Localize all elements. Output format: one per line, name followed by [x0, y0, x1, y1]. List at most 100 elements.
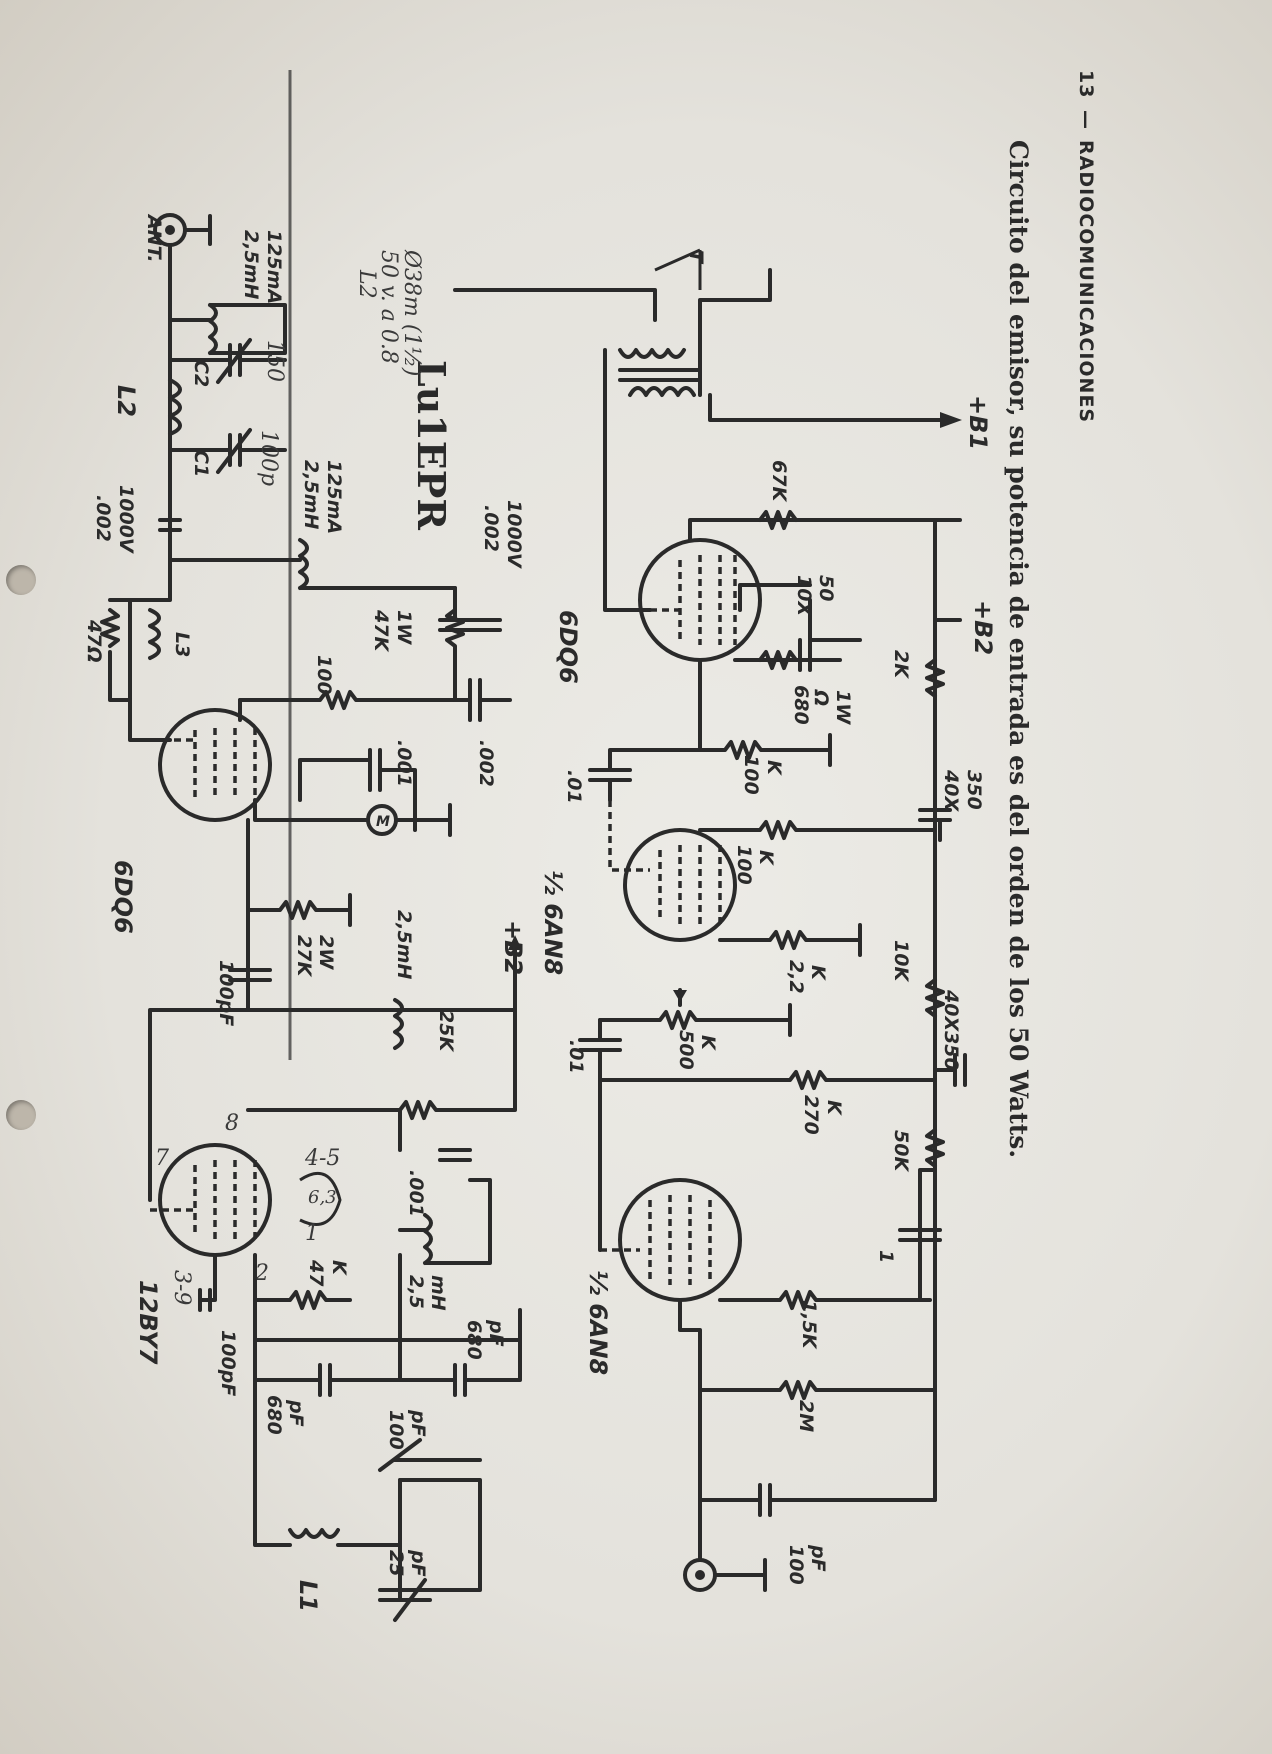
label-c-680b-u: pF — [485, 1319, 507, 1347]
cap-100pf-input — [698, 1483, 937, 1517]
label-c2: C2 — [190, 360, 212, 387]
label-tube-t5: ½ 6AN8 — [584, 1270, 612, 1375]
label-c-10x-v: 50 — [815, 575, 837, 601]
label-c-100pf-in-u: pF — [807, 1544, 829, 1572]
label-c-25-u: pF — [407, 1549, 429, 1577]
resistor-2k — [925, 658, 945, 698]
label-rfc-25b-u: mH — [427, 1275, 449, 1311]
label-b2: +B2 — [499, 920, 527, 975]
cap-screen-bypass — [453, 678, 512, 722]
label-r-100kb-u: K — [755, 850, 777, 866]
coil-l3 — [148, 608, 161, 660]
tube-electrodes-pentode — [608, 800, 722, 925]
figure-caption: Circuito del emisor, su potencia de entr… — [1004, 140, 1033, 1158]
label-rfc-ant2: 125mA — [263, 230, 285, 304]
wire-final-tube — [128, 698, 250, 862]
label-c-680-u: pF — [285, 1399, 307, 1427]
label-c-out-v: 1000V — [115, 485, 137, 554]
cap-01a — [588, 748, 702, 802]
cap-680pf-a — [253, 1338, 402, 1397]
label-c-40x: 40X — [940, 769, 962, 812]
label-c-40x-v: 350 — [963, 770, 985, 810]
hand-note-2: Ø38m (1½) — [399, 249, 424, 376]
resistor-47k — [445, 586, 465, 702]
wire-screen-modulator — [688, 518, 962, 542]
hand-pin-7: 7 — [155, 1146, 169, 1171]
resistor-50k — [918, 1128, 945, 1242]
hand-pin-3-9: 3-9 — [169, 1270, 194, 1305]
label-c-01a: .01 — [563, 770, 585, 804]
label-r-15k: 1,5K — [798, 1300, 820, 1350]
cap-25pf — [378, 1543, 482, 1622]
label-c1: C1 — [190, 450, 212, 477]
label-b2b: +B2 — [969, 600, 997, 655]
arrow-b1 — [940, 412, 962, 428]
punch-hole-bottom — [6, 1100, 36, 1130]
label-r-270k: 270 — [800, 1095, 822, 1135]
label-c-byp-v: 1000V — [503, 500, 525, 569]
label-meter: M — [376, 814, 390, 830]
label-c-002b: .002 — [475, 740, 497, 787]
hand-callsign: Lu1EPR — [409, 360, 454, 530]
page-separator: — — [1075, 110, 1097, 130]
label-t: T — [685, 250, 707, 265]
input-jack — [683, 1498, 767, 1592]
tube-6an8-triode — [618, 1178, 742, 1302]
label-r-500k-u: K — [697, 1035, 719, 1051]
label-r-25k: 25K — [435, 1010, 457, 1052]
coil-l2 — [168, 378, 182, 436]
cap-100pf-grid — [228, 858, 272, 1012]
tube-6an8-pentode — [623, 828, 737, 942]
label-r-680-v: Ω — [810, 689, 832, 706]
label-c-100pf: 100pF — [215, 960, 237, 1026]
label-r-100: 100 — [313, 655, 335, 695]
label-r-270k-u: K — [823, 1100, 845, 1116]
label-c-100trim-u: pF — [407, 1409, 429, 1437]
label-r-67k: 67K — [768, 460, 790, 502]
cap-40x350 — [933, 1053, 967, 1087]
pot-wiper — [673, 990, 687, 1002]
tube-electrodes-triode — [600, 1195, 712, 1285]
label-tube-t3: 6DQ6 — [554, 610, 582, 684]
label-c-out: .002 — [92, 495, 114, 542]
label-r-47b: 47 — [305, 1259, 327, 1287]
resistor-27k — [246, 893, 352, 927]
label-c-680: 680 — [263, 1395, 285, 1435]
label-r-47: 47Ω — [83, 619, 105, 663]
label-c-001b: .001 — [405, 1170, 427, 1217]
resistor-25k — [246, 1008, 517, 1120]
arrow-b2 — [508, 935, 522, 950]
label-r-22k-u: K — [807, 965, 829, 981]
punch-hole-top — [6, 565, 36, 595]
label-l1: L1 — [294, 1580, 322, 1612]
hand-pin-volts: 6,3 — [308, 1187, 337, 1208]
resistor-47k-grid — [253, 1290, 352, 1310]
label-r-47b-u: K — [328, 1260, 350, 1276]
label-tube-t1: 12BY7 — [134, 1280, 162, 1365]
label-r-2k: 2K — [890, 650, 912, 679]
modulation-transformer — [618, 348, 702, 397]
cap-c2 — [168, 338, 287, 384]
rfc-plate — [168, 538, 457, 590]
wire-t-link — [453, 288, 657, 322]
hand-pin-2: 2 — [254, 1261, 269, 1286]
hand-l2: L2 — [354, 269, 379, 299]
rfc-25-b2 — [148, 988, 517, 1202]
magazine-name: RADIOCOMUNICACIONES — [1075, 140, 1097, 423]
cap-c1 — [168, 428, 287, 474]
heater-circle — [299, 1171, 342, 1226]
wire-osc-rail — [253, 1253, 522, 1342]
label-r-22k: 2,2 — [785, 960, 807, 994]
resistor-270k — [598, 1070, 937, 1090]
resistor-680 — [758, 650, 842, 670]
label-r-680-w: 1W — [832, 690, 854, 725]
pot-500k — [598, 988, 792, 1037]
rfc-25b — [398, 1178, 492, 1265]
antenna-coil — [168, 303, 287, 355]
cap-1uf — [898, 1228, 942, 1302]
page-number: 13 — [1075, 70, 1097, 98]
label-c-001: .001 — [393, 740, 415, 787]
label-r-47k: 47K — [370, 609, 392, 652]
label-r-50k: 50K — [890, 1130, 912, 1172]
